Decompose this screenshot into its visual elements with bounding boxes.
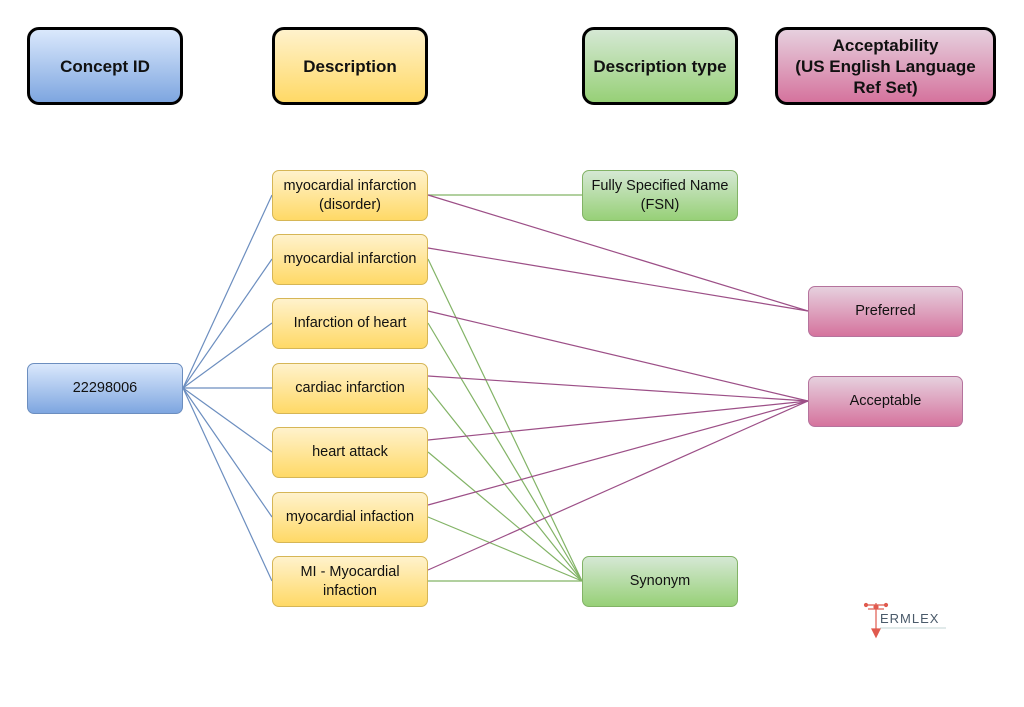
description-label: myocardial infaction <box>285 509 415 525</box>
link-concept-d2 <box>182 322 273 389</box>
link-d1-pref <box>427 247 809 312</box>
link-d5-acc <box>427 400 809 506</box>
header-concept-id: Concept ID <box>27 27 183 105</box>
header-concept-id-label: Concept ID <box>60 56 150 76</box>
link-d4-syn <box>427 451 583 582</box>
header-description: Description <box>272 27 428 105</box>
link-d2-syn <box>427 322 583 582</box>
description-node: heart attack <box>272 427 428 478</box>
link-d2-acc <box>427 310 809 402</box>
description-label: MI - Myocardial infaction <box>300 563 400 599</box>
description-node: Infarction of heart <box>272 298 428 349</box>
link-d0-pref <box>427 194 809 312</box>
acceptability-preferred-label: Preferred <box>855 303 916 319</box>
link-concept-d6 <box>182 387 273 582</box>
description-label: Infarction of heart <box>293 315 407 331</box>
description-to-acceptability-links <box>427 194 809 571</box>
link-d6-acc <box>427 400 809 571</box>
link-concept-d4 <box>182 387 273 453</box>
type-node-synonym: Synonym <box>582 556 738 607</box>
type-synonym-label: Synonym <box>629 573 691 589</box>
header-acceptability-label: Acceptability (US English Language Ref S… <box>795 35 976 97</box>
type-fsn-label: Fully Specified Name (FSN) <box>591 177 729 213</box>
header-acceptability: Acceptability (US English Language Ref S… <box>775 27 996 105</box>
description-node: MI - Myocardial infaction <box>272 556 428 607</box>
description-label: heart attack <box>312 444 388 460</box>
description-node: cardiac infarction <box>272 363 428 414</box>
link-concept-d1 <box>182 258 273 389</box>
link-d1-syn <box>427 258 583 582</box>
description-label: myocardial infarction <box>283 251 417 267</box>
description-node: myocardial infaction <box>272 492 428 543</box>
acceptability-acceptable-label: Acceptable <box>849 393 922 409</box>
link-d3-acc <box>427 375 809 402</box>
type-node-fsn: Fully Specified Name (FSN) <box>582 170 738 221</box>
concept-id-value: 22298006 <box>72 380 138 396</box>
acceptability-node-acceptable: Acceptable <box>808 376 963 427</box>
link-concept-d5 <box>182 387 273 518</box>
header-description-label: Description <box>303 56 397 76</box>
concept-node: 22298006 <box>27 363 183 414</box>
description-label: myocardial infarction (disorder) <box>283 177 417 213</box>
termlex-logo: ERMLEX <box>863 602 946 639</box>
svg-text:ERMLEX: ERMLEX <box>880 611 939 626</box>
header-description-type: Description type <box>582 27 738 105</box>
link-d5-syn <box>427 516 583 582</box>
link-concept-d0 <box>182 194 273 389</box>
description-node: myocardial infarction (disorder) <box>272 170 428 221</box>
header-description-type-label: Description type <box>593 56 727 76</box>
acceptability-node-preferred: Preferred <box>808 286 963 337</box>
description-node: myocardial infarction <box>272 234 428 285</box>
concept-to-description-links <box>182 194 273 582</box>
description-to-type-links <box>427 194 583 582</box>
link-d4-acc <box>427 400 809 441</box>
description-label: cardiac infarction <box>295 380 405 396</box>
